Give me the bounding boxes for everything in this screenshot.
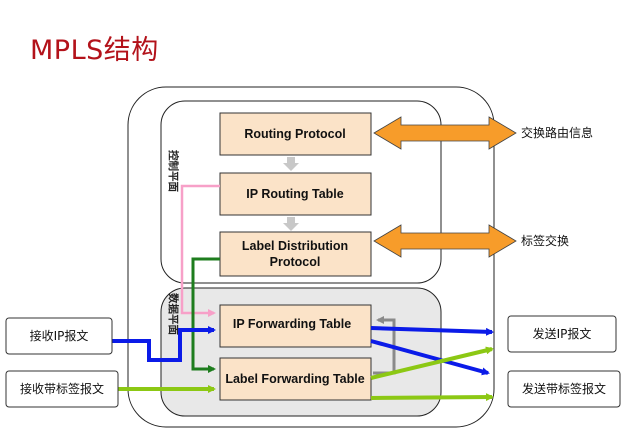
green-output-line-diag xyxy=(370,346,494,380)
pink-route-line xyxy=(180,184,220,317)
blue-output-line-ip xyxy=(370,326,494,336)
ldp-label-line2: Protocol xyxy=(270,255,321,269)
data-plane-label: 数据平面 xyxy=(167,292,180,335)
control-plane-label: 控制平面 xyxy=(167,150,180,192)
gray-arrow-rt-to-ldp xyxy=(283,217,299,231)
label-exchange-label: 标签交换 xyxy=(521,233,569,248)
exchange-routing-info-arrow xyxy=(373,116,517,150)
exchange-routing-info-label: 交换路由信息 xyxy=(521,125,593,140)
ip-forwarding-table-label: IP Forwarding Table xyxy=(233,317,351,331)
green-output-line-labeled xyxy=(370,393,494,402)
page-title: MPLS结构 xyxy=(30,35,159,66)
label-forwarding-table-box xyxy=(219,357,372,401)
dark-green-ldp-line xyxy=(191,257,220,373)
ip-routing-table-box xyxy=(219,172,372,216)
receive-labeled-box xyxy=(5,370,119,408)
gray-arrow-rp-to-rt xyxy=(283,157,299,171)
send-labeled-label: 发送带标签报文 xyxy=(522,381,606,396)
blue-input-line xyxy=(112,326,216,362)
label-distribution-protocol-box xyxy=(219,231,372,277)
send-labeled-box xyxy=(507,370,621,408)
ip-routing-table-label: IP Routing Table xyxy=(246,187,344,201)
label-forwarding-table-label: Label Forwarding Table xyxy=(225,372,364,386)
receive-ip-box xyxy=(5,317,113,355)
send-ip-box xyxy=(507,315,617,353)
receive-labeled-label: 接收带标签报文 xyxy=(20,381,104,396)
routing-protocol-box xyxy=(219,112,372,156)
ldp-label-line1: Label Distribution xyxy=(242,239,348,253)
send-ip-label: 发送IP报文 xyxy=(533,326,592,341)
blue-output-line-diag xyxy=(370,339,490,376)
ip-forwarding-table-box xyxy=(219,304,372,348)
label-exchange-arrow xyxy=(373,224,517,258)
receive-ip-label: 接收IP报文 xyxy=(30,328,89,343)
routing-protocol-label: Routing Protocol xyxy=(244,127,345,141)
